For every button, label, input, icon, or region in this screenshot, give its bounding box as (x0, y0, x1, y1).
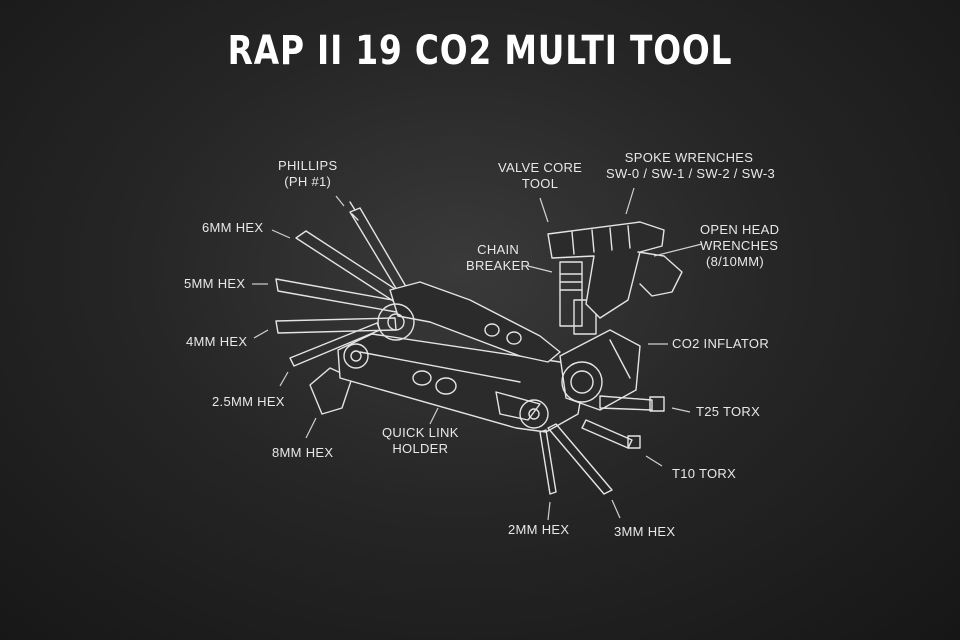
label-chain-breaker: CHAIN BREAKER (466, 242, 530, 274)
label-chain-breaker-line1: CHAIN (477, 242, 520, 257)
label-6mm-hex: 6MM HEX (202, 220, 264, 235)
label-3mm-hex: 3MM HEX (614, 524, 676, 539)
label-quick-link-line1: QUICK LINK (382, 425, 459, 440)
label-valve-core-line1: VALVE CORE (498, 160, 583, 175)
label-quick-link-line2: HOLDER (392, 441, 449, 456)
label-2-5mm-hex: 2.5MM HEX (212, 394, 285, 409)
chain-breaker-tool (559, 261, 597, 335)
label-spoke-line1: SPOKE WRENCHES (624, 150, 754, 165)
label-t25-torx: T25 TORX (696, 404, 761, 419)
label-chain-breaker-line2: BREAKER (466, 258, 531, 273)
torx-t10 (581, 419, 641, 449)
label-quick-link-holder: QUICK LINK HOLDER (382, 425, 459, 457)
label-8mm-hex: 8MM HEX (272, 445, 334, 460)
label-co2-inflator: CO2 INFLATOR (672, 336, 770, 351)
label-phillips-line1: PHILLIPS (278, 158, 338, 173)
label-open-head-line2: WRENCHES (700, 238, 779, 253)
label-phillips-line2: (PH #1) (284, 174, 332, 189)
label-4mm-hex: 4MM HEX (186, 334, 248, 349)
label-phillips: PHILLIPS (PH #1) (278, 158, 337, 190)
hex-key-2mm (539, 429, 557, 495)
label-open-head-wrenches: OPEN HEAD WRENCHES (8/10MM) (700, 222, 780, 270)
co2-inflator-head (559, 329, 641, 411)
spoke-wrench-head (547, 221, 665, 319)
phillips-bit (349, 201, 409, 296)
open-head-wrench (637, 251, 683, 297)
hex-key-8mm (309, 367, 353, 415)
hex-key-3mm (547, 423, 613, 495)
label-valve-core-tool: VALVE CORE TOOL (498, 160, 582, 192)
label-open-head-line3: (8/10MM) (705, 254, 765, 269)
label-spoke-line2: SW-0 / SW-1 / SW-2 / SW-3 (606, 166, 776, 181)
label-spoke-wrenches: SPOKE WRENCHES SW-0 / SW-1 / SW-2 / SW-3 (606, 150, 776, 182)
page-title: RAP II 19 CO2 MULTI TOOL (227, 28, 733, 74)
label-valve-core-line2: TOOL (521, 176, 559, 191)
label-open-head-line1: OPEN HEAD (700, 222, 780, 237)
torx-t25 (599, 395, 665, 412)
label-t10-torx: T10 TORX (672, 466, 737, 481)
label-2mm-hex: 2MM HEX (508, 522, 570, 537)
label-5mm-hex: 5MM HEX (184, 276, 246, 291)
